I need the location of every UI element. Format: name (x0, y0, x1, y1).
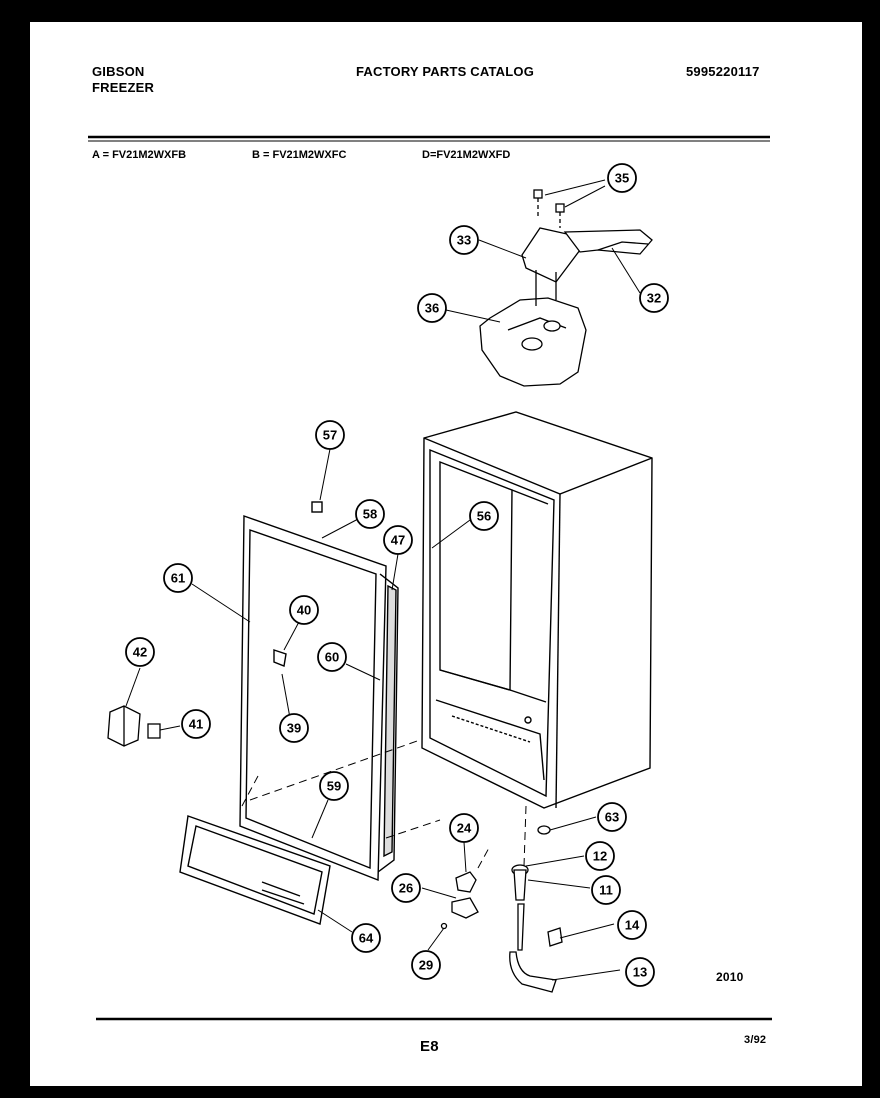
callout-label: 36 (425, 301, 439, 316)
callout-39: 39 (279, 713, 309, 743)
callout-13: 13 (625, 957, 655, 987)
callout-label: 33 (457, 233, 471, 248)
callout-40: 40 (289, 595, 319, 625)
callout-56: 56 (469, 501, 499, 531)
revision-date: 3/92 (744, 1034, 767, 1046)
callout-label: 59 (327, 779, 341, 794)
callout-label: 47 (391, 533, 405, 548)
callout-label: 63 (605, 810, 619, 825)
callout-14: 14 (617, 910, 647, 940)
product-type: FREEZER (92, 80, 155, 95)
callout-label: 13 (633, 965, 647, 980)
catalog-number: 5995220117 (686, 64, 760, 79)
callout-32: 32 (639, 283, 669, 313)
callout-label: 26 (399, 881, 413, 896)
callout-35: 35 (607, 163, 637, 193)
callout-59: 59 (319, 771, 349, 801)
callout-36: 36 (417, 293, 447, 323)
assembly-lines (241, 739, 527, 869)
callout-29: 29 (411, 950, 441, 980)
callout-label: 64 (359, 931, 374, 946)
catalog-title: FACTORY PARTS CATALOG (356, 64, 535, 79)
callout-26: 26 (391, 873, 421, 903)
kickplate (179, 815, 331, 925)
page-number: E8 (420, 1038, 439, 1055)
callout-label: 58 (363, 507, 377, 522)
callouts: 35 33 32 36 57 58 56 47 61 40 60 42 41 39 59 63 24 12 26 11… (125, 163, 669, 987)
callout-41: 41 (181, 709, 211, 739)
callout-60: 60 (317, 642, 347, 672)
leader-lines (125, 179, 641, 981)
door-assembly (239, 501, 399, 882)
callout-label: 29 (419, 958, 433, 973)
callout-12: 12 (585, 841, 615, 871)
callout-42: 42 (125, 637, 155, 667)
model-d: D=FV21M2WXFD (422, 149, 511, 161)
callout-label: 14 (625, 918, 640, 933)
damper-assembly (479, 189, 653, 387)
callout-label: 42 (133, 645, 147, 660)
callout-57: 57 (315, 420, 345, 450)
callout-label: 61 (171, 571, 185, 586)
callout-label: 39 (287, 721, 301, 736)
callout-label: 40 (297, 603, 311, 618)
callout-label: 12 (593, 849, 607, 864)
small-parts (107, 705, 563, 993)
callout-label: 32 (647, 291, 661, 306)
callout-33: 33 (449, 225, 479, 255)
callout-47: 47 (383, 525, 413, 555)
figure-code: 2010 (716, 970, 744, 984)
cabinet (421, 411, 653, 809)
callout-label: 60 (325, 650, 339, 665)
callout-label: 35 (615, 171, 629, 186)
callout-label: 11 (599, 883, 613, 898)
callout-11: 11 (591, 875, 621, 905)
brand-name: GIBSON (92, 64, 145, 79)
callout-label: 57 (323, 428, 337, 443)
callout-24: 24 (449, 813, 479, 843)
model-a: A = FV21M2WXFB (92, 149, 187, 161)
callout-label: 56 (477, 509, 491, 524)
callout-label: 24 (457, 821, 472, 836)
callout-63: 63 (597, 802, 627, 832)
model-b: B = FV21M2WXFC (252, 149, 347, 161)
header-rules (88, 135, 772, 1021)
callout-64: 64 (351, 923, 381, 953)
callout-58: 58 (355, 499, 385, 529)
callout-label: 41 (189, 717, 203, 732)
callout-61: 61 (163, 563, 193, 593)
